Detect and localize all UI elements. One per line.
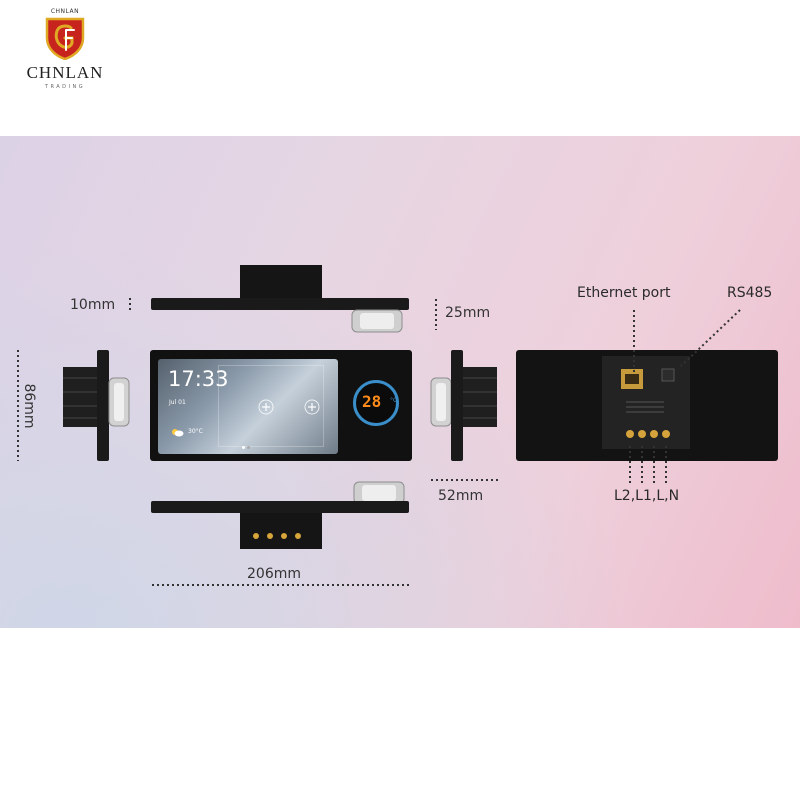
brand-name: CHNLAN: [26, 63, 104, 82]
brand-tagline: TRADING: [44, 84, 86, 90]
dim-height: 86mm: [21, 383, 37, 429]
thermostat-dial[interactable]: [353, 380, 399, 426]
dim-plate-depth: 10mm: [70, 297, 116, 313]
left-side-view: [63, 350, 130, 461]
callout-ethernet: Ethernet port: [577, 285, 671, 301]
shield-icon: [45, 17, 85, 60]
top-view: [151, 265, 409, 333]
add-scene-icon[interactable]: [258, 399, 274, 415]
page-dots: [242, 446, 254, 449]
callout-rs485: RS485: [727, 285, 773, 301]
logo-top-text: CHNLAN: [50, 8, 80, 15]
clock-date: Jul 01: [169, 399, 186, 406]
add-device-icon[interactable]: [304, 399, 320, 415]
weather-temp: 30°C: [188, 428, 203, 435]
thermostat-unit: °C: [390, 397, 398, 404]
dim-width: 206mm: [247, 566, 301, 582]
thermostat-value: 28: [362, 392, 382, 411]
dimension-lines: [17, 298, 741, 586]
right-side-view: [430, 350, 497, 461]
dim-back-depth: 25mm: [445, 305, 491, 321]
touch-screen: 17:33 Jul 01 30°C: [158, 359, 338, 454]
callout-terminals: L2,L1,L,N: [614, 488, 680, 504]
back-view: [516, 350, 778, 461]
scene-card: [218, 365, 324, 447]
brand-logo: CHNLAN CHNLAN TRADING: [20, 8, 110, 108]
dim-thickness: 52mm: [438, 488, 484, 504]
bottom-view: [151, 481, 409, 549]
weather-icon: [172, 429, 184, 437]
clock-time: 17:33: [168, 367, 229, 391]
